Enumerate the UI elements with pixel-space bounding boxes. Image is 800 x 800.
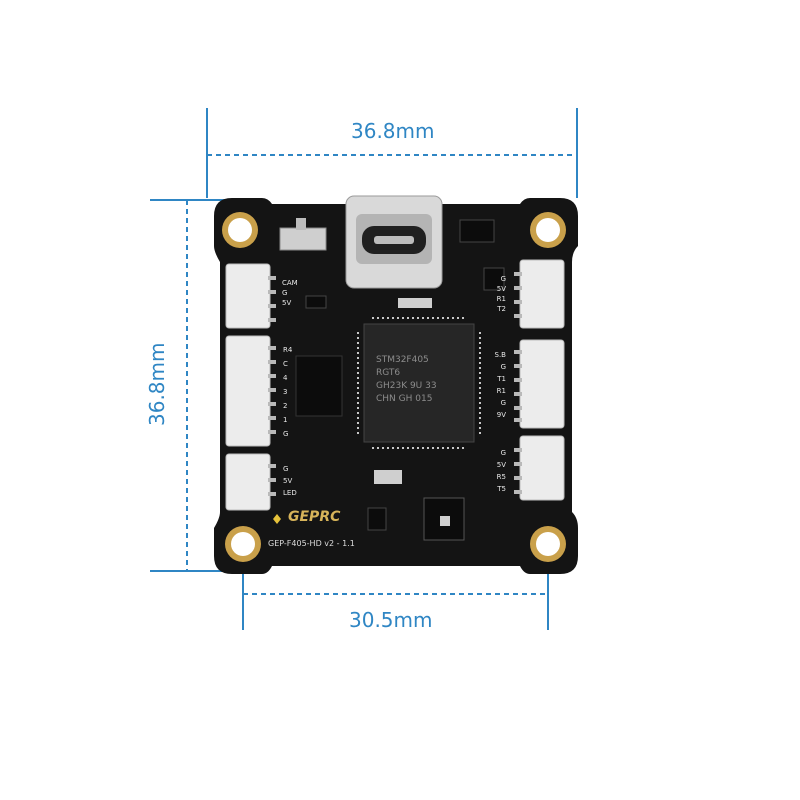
pin-label: 2 bbox=[283, 402, 288, 410]
pin-label: T1 bbox=[497, 375, 506, 383]
left-connectors bbox=[225, 263, 271, 511]
top-width-label: 36.8mm bbox=[351, 119, 435, 143]
board-model: GEP-F405-HD v2 - 1.1 bbox=[268, 539, 355, 548]
pin-label: S.B bbox=[494, 351, 506, 359]
right-mid-pin-labels: S.B G T1 R1 G 9V bbox=[490, 352, 506, 419]
pin-label: R1 bbox=[496, 387, 506, 395]
pin-label: T5 bbox=[497, 485, 506, 493]
mcu-chip bbox=[357, 317, 481, 449]
mcu-marking: STM32F405 RGT6 GH23K 9U 33 CHN GH 015 bbox=[376, 356, 468, 404]
brand-logo: GEPRC bbox=[288, 509, 341, 525]
pin-label: T2 bbox=[497, 305, 506, 313]
pin-label: 9V bbox=[496, 411, 506, 419]
pin-label: R4 bbox=[283, 346, 293, 354]
pin-label: G bbox=[283, 430, 289, 438]
connector-pins bbox=[268, 272, 522, 496]
side-height-label: 36.8mm bbox=[145, 342, 169, 427]
right-top-pin-labels: G 5V R1 T2 bbox=[492, 276, 506, 313]
pin-label: R1 bbox=[496, 295, 506, 303]
right-bottom-pin-labels: G 5V R5 T5 bbox=[492, 450, 506, 493]
mcu-line: RGT6 bbox=[376, 368, 401, 378]
mount-spacing-label: 30.5mm bbox=[349, 608, 433, 632]
pin-label: 5V bbox=[496, 461, 506, 469]
pin-label: C bbox=[283, 360, 288, 368]
pin-label: G bbox=[282, 289, 288, 297]
pin-label: G bbox=[500, 275, 506, 283]
pin-label: G bbox=[283, 465, 289, 473]
left-bottom-pin-labels: G 5V LED bbox=[283, 466, 297, 497]
pin-label: R5 bbox=[496, 473, 506, 481]
brand-mark bbox=[273, 514, 281, 524]
left-top-pin-labels: CAM G 5V bbox=[282, 280, 298, 307]
mcu-line: GH23K 9U 33 bbox=[376, 381, 437, 391]
pin-label: 5V bbox=[283, 477, 293, 485]
pin-label: 5V bbox=[496, 285, 506, 293]
small-components bbox=[295, 219, 505, 541]
mcu-line: CHN GH 015 bbox=[376, 394, 433, 404]
usb-c-connector bbox=[345, 195, 443, 289]
left-mid-pin-labels: R4 C 4 3 2 1 G bbox=[283, 347, 292, 438]
pin-label: 1 bbox=[283, 416, 288, 424]
pin-label: 3 bbox=[283, 388, 288, 396]
pin-label: CAM bbox=[282, 279, 298, 287]
top-dimension-line bbox=[206, 108, 578, 198]
right-connectors bbox=[519, 259, 565, 501]
mcu-line: STM32F405 bbox=[376, 355, 429, 365]
pin-label: 5V bbox=[282, 299, 292, 307]
pin-label: G bbox=[500, 363, 506, 371]
pin-label: G bbox=[500, 399, 506, 407]
boot-button bbox=[279, 218, 327, 251]
mounting-holes bbox=[222, 212, 566, 562]
pin-label: LED bbox=[283, 489, 297, 497]
pin-label: G bbox=[500, 449, 506, 457]
pin-label: 4 bbox=[283, 374, 288, 382]
side-dimension-line bbox=[150, 199, 232, 572]
